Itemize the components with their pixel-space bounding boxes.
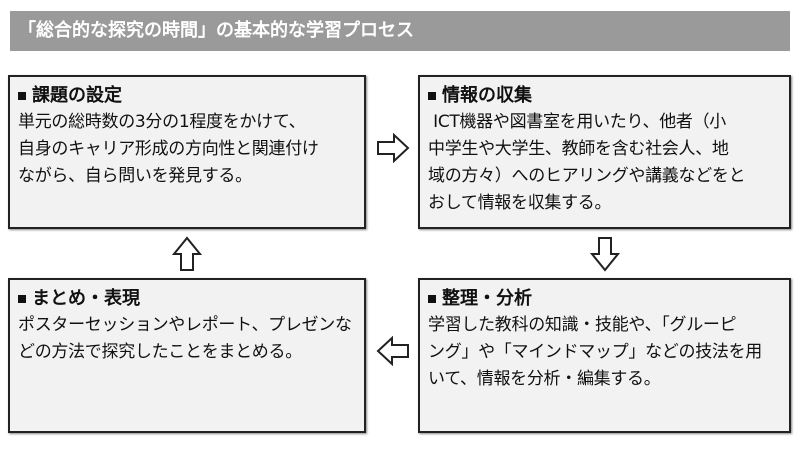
step-text: ポスターセッションやレポート、プレゼンな [18,315,352,335]
arrow-left-icon [376,336,409,366]
bullet-square-icon [428,295,436,303]
step-summary-expression: まとめ・表現 ポスターセッションやレポート、プレゼンな どの方法で探究したことを… [8,278,366,433]
step-text: 単元の総時数の3分の1程度をかけて、 [18,112,306,132]
step-title: まとめ・表現 [32,288,140,309]
step-text: 中学生や大学生、教師を含む社会人、地 [428,139,729,159]
step-issue-setting: 課題の設定 単元の総時数の3分の1程度をかけて、 自身のキャリア形成の方向性と関… [8,75,366,229]
step-text: ICT機器や図書室を用いたり、他者（小 [428,112,726,132]
step-title: 課題の設定 [32,85,122,106]
bullet-square-icon [18,92,26,100]
step-text: ング」や「マインドマップ」などの技法を用 [428,342,762,362]
step-text: どの方法で探究したことをまとめる。 [18,342,302,362]
step-text: ながら、自ら問いを発見する。 [18,166,252,186]
arrow-right-icon [377,133,410,163]
step-information-collection: 情報の収集 ICT機器や図書室を用いたり、他者（小 中学生や大学生、教師を含む社… [418,75,791,229]
step-text: 自身のキャリア形成の方向性と関連付け [18,139,319,159]
step-text: 学習した教科の知識・技能や、「グルーピ [428,315,737,335]
step-title: 整理・分析 [442,288,532,309]
step-text: おして情報を収集する。 [428,193,612,213]
step-organize-analyze: 整理・分析 学習した教科の知識・技能や、「グルーピ ング」や「マインドマップ」な… [418,278,791,433]
step-text: 域の方々）へのヒアリングや講義などをと [428,166,746,186]
step-title: 情報の収集 [442,85,532,106]
page-title: 「総合的な探究の時間」の基本的な学習プロセス [10,11,790,51]
arrow-up-icon [172,236,202,271]
step-text: いて、情報を分析・編集する。 [428,369,661,389]
arrow-down-icon [590,237,620,272]
bullet-square-icon [18,295,26,303]
bullet-square-icon [428,92,436,100]
